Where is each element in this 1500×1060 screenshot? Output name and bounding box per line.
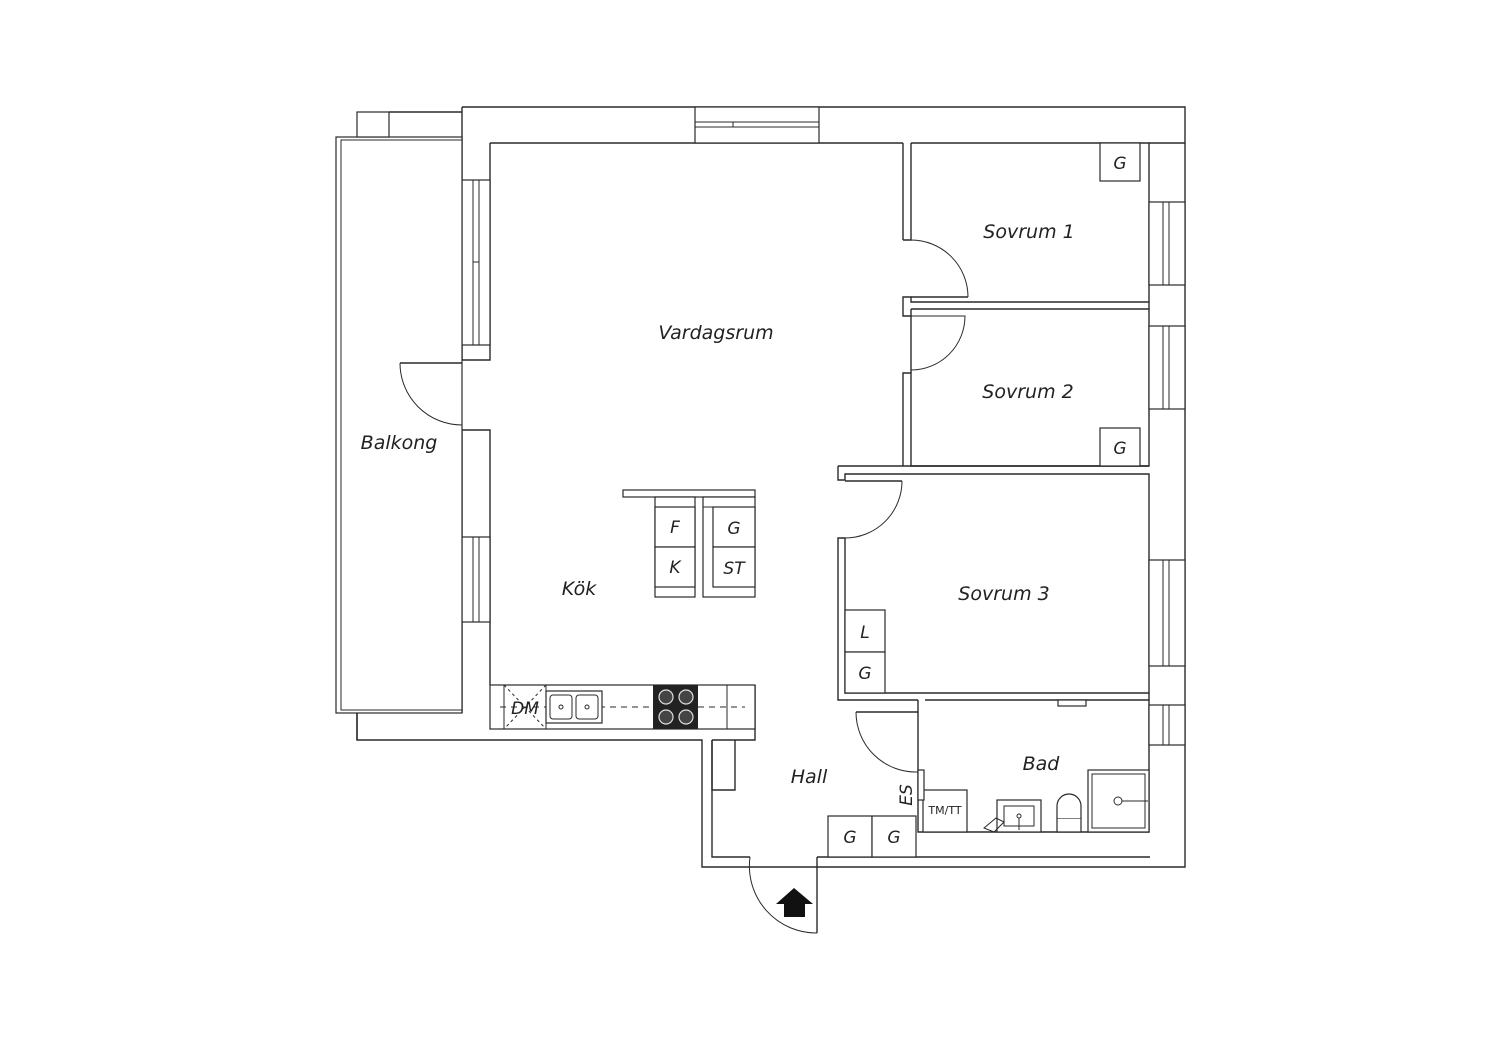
toilet [1056, 793, 1082, 833]
shower [1087, 769, 1150, 833]
towel-heater-icon [983, 817, 1005, 833]
wardrobe-label: G [727, 519, 740, 539]
wardrobe-bedroom-1 [1099, 142, 1141, 182]
wardrobe-bedroom-2 [1099, 427, 1141, 467]
wardrobe-label: G [858, 664, 871, 684]
window-top [694, 106, 820, 144]
kitchen-island [622, 489, 756, 598]
wardrobe-label: G [1113, 154, 1126, 174]
bedroom-1-door [910, 239, 969, 298]
window-left-lower [461, 536, 491, 623]
window-left-upper [461, 179, 491, 346]
freezer-label: K [669, 558, 682, 578]
bedroom-2-door [910, 315, 966, 373]
storage-label: ST [723, 559, 746, 579]
window-bathroom [1148, 704, 1186, 746]
window-bedroom-3 [1148, 559, 1186, 667]
entrance-door [748, 856, 818, 934]
bathroom-door [855, 711, 919, 773]
entrance-arrow-icon [776, 888, 813, 917]
bedroom-3-door [844, 480, 903, 539]
room-label-sovrum-1: Sovrum 1 [983, 221, 1074, 243]
wardrobe-label: G [843, 828, 856, 848]
wardrobe-bedroom-3 [844, 651, 886, 694]
electrical-cabinet-label: ES [897, 784, 917, 806]
hall-wardrobes [827, 815, 917, 858]
stove [653, 685, 698, 729]
linen-closet-label: L [860, 623, 869, 643]
fridge-label: F [670, 518, 680, 538]
electrical-cabinet [917, 769, 925, 801]
wardrobe-label: G [1113, 439, 1126, 459]
room-label-kok: Kök [562, 578, 597, 600]
window-bedroom-1 [1148, 201, 1186, 286]
balcony [335, 111, 463, 740]
linen-closet-bedroom-3 [844, 609, 886, 653]
room-label-hall: Hall [791, 766, 828, 788]
tm-tt-label: TM/TT [927, 804, 961, 817]
room-label-sovrum-2: Sovrum 2 [982, 381, 1073, 403]
bathroom-sink [996, 799, 1042, 833]
kitchen-sink [545, 690, 603, 724]
window-bedroom-2 [1148, 325, 1186, 410]
room-label-bad: Bad [1023, 753, 1061, 775]
room-label-vardagsrum: Vardagsrum [658, 322, 773, 344]
balcony-door [399, 362, 463, 426]
kitchen-counter [489, 684, 756, 730]
wardrobe-label: G [887, 828, 900, 848]
dishwasher-label: DM [511, 699, 539, 719]
room-label-sovrum-3: Sovrum 3 [958, 583, 1049, 605]
washer-dryer: TM/TT [922, 789, 968, 833]
room-label-balkong: Balkong [361, 432, 438, 454]
